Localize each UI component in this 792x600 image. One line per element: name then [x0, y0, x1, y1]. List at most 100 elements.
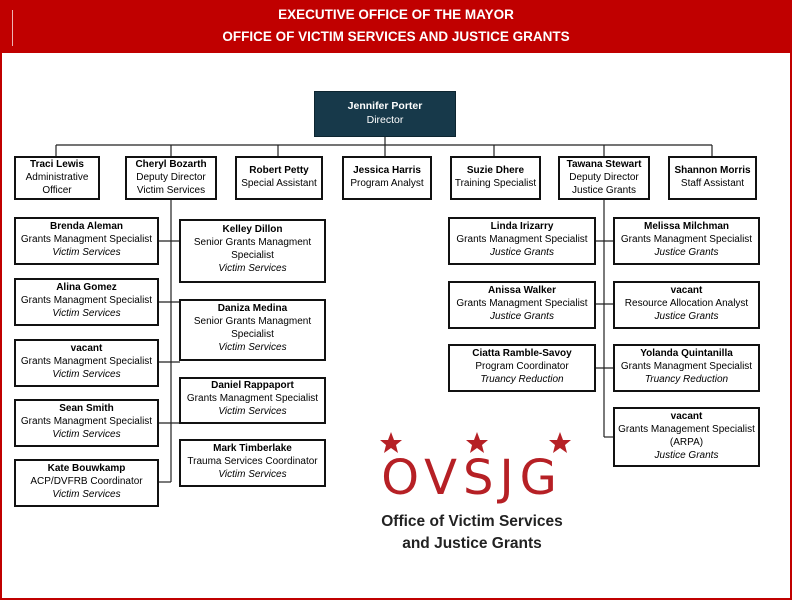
person-division: Justice Grants — [654, 247, 719, 258]
director-name: Jennifer Porter — [347, 100, 423, 112]
person-division: Victim Services — [218, 406, 287, 417]
org-box-vacant-victim-services: vacant Grants Managment Specialist Victi… — [14, 339, 159, 387]
star-icon — [380, 432, 402, 453]
org-box-vacant-resource-allocation: vacant Resource Allocation Analyst Justi… — [613, 281, 760, 329]
person-title: Deputy Director Justice Grants — [569, 172, 639, 196]
person-title: Training Specialist — [454, 178, 537, 189]
org-box-anissa-walker: Anissa Walker Grants Managment Specialis… — [448, 281, 596, 329]
person-title: Grants Managment Specialist — [620, 361, 753, 372]
person-division: Victim Services — [218, 263, 287, 274]
person-name: Suzie Dhere — [466, 165, 525, 176]
page-header: EXECUTIVE OFFICE OF THE MAYOR OFFICE OF … — [0, 0, 792, 53]
person-title: Trauma Services Coordinator — [187, 456, 318, 467]
person-title: Grants Managment Specialist — [456, 234, 588, 245]
person-title: Grants Managment Specialist — [186, 393, 319, 404]
logo-text-line2: and Justice Grants — [402, 535, 542, 552]
ovsjg-logo: OVSJG Office of Victim Services and Just… — [357, 427, 587, 564]
person-title: Grants Managment Specialist — [20, 356, 153, 367]
org-box-shannon-morris: Shannon Morris Staff Assistant — [668, 156, 757, 200]
org-box-linda-irizarry: Linda Irizarry Grants Managment Speciali… — [448, 217, 596, 265]
logo-text-line1: Office of Victim Services — [381, 513, 563, 530]
person-name: Daniza Medina — [217, 303, 288, 314]
person-division: Victim Services — [52, 369, 121, 380]
person-division: Victim Services — [52, 247, 121, 258]
logo-letters: OVSJG — [381, 450, 563, 506]
person-name: Robert Petty — [249, 165, 309, 176]
person-title: ACP/DVFRB Coordinator — [30, 476, 143, 487]
org-box-robert-petty: Robert Petty Special Assistant — [235, 156, 323, 200]
person-name: Kate Bouwkamp — [47, 463, 126, 474]
org-box-yolanda-quintanilla: Yolanda Quintanilla Grants Managment Spe… — [613, 344, 760, 392]
org-box-jessica-harris: Jessica Harris Program Analyst — [342, 156, 432, 200]
person-title: Program Analyst — [350, 178, 424, 189]
person-title: Deputy Director Victim Services — [136, 172, 206, 196]
person-name: Kelley Dillon — [222, 224, 283, 235]
org-box-suzie-dhere: Suzie Dhere Training Specialist — [450, 156, 541, 200]
person-name: vacant — [70, 343, 103, 354]
org-box-traci-lewis: Traci Lewis Administrative Officer — [14, 156, 100, 200]
org-box-brenda-aleman: Brenda Aleman Grants Managment Specialis… — [14, 217, 159, 265]
person-name: Ciatta Ramble-Savoy — [472, 348, 572, 359]
person-name: Yolanda Quintanilla — [640, 348, 733, 359]
org-box-tawana-stewart: Tawana Stewart Deputy Director Justice G… — [558, 156, 650, 200]
star-icon — [466, 432, 488, 453]
org-box-daniza-medina: Daniza Medina Senior Grants Managment Sp… — [179, 299, 326, 361]
person-name: Traci Lewis — [30, 159, 84, 170]
person-name: Daniel Rappaport — [211, 380, 294, 391]
person-name: Tawana Stewart — [566, 159, 642, 170]
person-name: Sean Smith — [59, 403, 114, 414]
person-name: Cheryl Bozarth — [135, 159, 207, 170]
person-division: Victim Services — [52, 429, 121, 440]
person-name: vacant — [670, 411, 703, 422]
person-division: Truancy Reduction — [480, 374, 564, 385]
person-name: Anissa Walker — [488, 285, 556, 296]
org-box-sean-smith: Sean Smith Grants Managment Specialist V… — [14, 399, 159, 447]
header-divider — [12, 10, 13, 46]
person-title: Senior Grants Managment Specialist — [193, 316, 312, 340]
person-name: Linda Irizarry — [490, 221, 554, 232]
header-title-line1: EXECUTIVE OFFICE OF THE MAYOR — [278, 7, 514, 22]
org-box-mark-timberlake: Mark Timberlake Trauma Services Coordina… — [179, 439, 326, 487]
person-title: Resource Allocation Analyst — [624, 298, 749, 309]
person-division: Justice Grants — [490, 311, 554, 322]
org-box-vacant-arpa: vacant Grants Management Specialist (ARP… — [613, 407, 760, 467]
org-box-cheryl-bozarth: Cheryl Bozarth Deputy Director Victim Se… — [125, 156, 217, 200]
org-box-alina-gomez: Alina Gomez Grants Managment Specialist … — [14, 278, 159, 326]
person-title: Grants Managment Specialist — [20, 416, 153, 427]
person-division: Justice Grants — [654, 311, 719, 322]
person-title: Administrative Officer — [25, 172, 89, 196]
person-name: Jessica Harris — [353, 165, 421, 176]
person-title: Staff Assistant — [680, 178, 745, 189]
director-title: Director — [366, 114, 404, 126]
person-division: Justice Grants — [654, 450, 719, 461]
org-box-kate-bouwkamp: Kate Bouwkamp ACP/DVFRB Coordinator Vict… — [14, 459, 159, 507]
person-division: Victim Services — [52, 308, 121, 319]
person-name: Alina Gomez — [56, 282, 117, 293]
person-name: vacant — [670, 285, 703, 296]
person-title: Grants Managment Specialist — [620, 234, 753, 245]
person-division: Victim Services — [52, 489, 121, 500]
person-name: Brenda Aleman — [50, 221, 123, 232]
person-division: Truancy Reduction — [644, 374, 729, 385]
header-title-line2: OFFICE OF VICTIM SERVICES AND JUSTICE GR… — [222, 29, 570, 44]
person-title: Grants Managment Specialist — [20, 234, 153, 245]
star-icon — [549, 432, 571, 453]
org-box-ciatta-ramble-savoy: Ciatta Ramble-Savoy Program Coordinator … — [448, 344, 596, 392]
person-title: Program Coordinator — [475, 361, 569, 372]
person-title: Grants Managment Specialist — [456, 298, 588, 309]
person-division: Victim Services — [218, 342, 287, 353]
person-title: Senior Grants Managment Specialist — [193, 237, 312, 261]
org-box-daniel-rappaport: Daniel Rappaport Grants Managment Specia… — [179, 377, 326, 424]
person-name: Shannon Morris — [674, 165, 751, 176]
person-title: Special Assistant — [241, 178, 317, 189]
director-box: Jennifer Porter Director — [314, 91, 456, 137]
logo-stars-icon — [380, 432, 571, 453]
person-title: Grants Managment Specialist — [20, 295, 153, 306]
org-box-melissa-milchman: Melissa Milchman Grants Managment Specia… — [613, 217, 760, 265]
person-division: Victim Services — [218, 469, 287, 480]
org-box-kelley-dillon: Kelley Dillon Senior Grants Managment Sp… — [179, 219, 326, 283]
person-name: Mark Timberlake — [213, 443, 292, 454]
person-name: Melissa Milchman — [643, 221, 730, 232]
person-title: Grants Management Specialist (ARPA) — [618, 424, 755, 448]
